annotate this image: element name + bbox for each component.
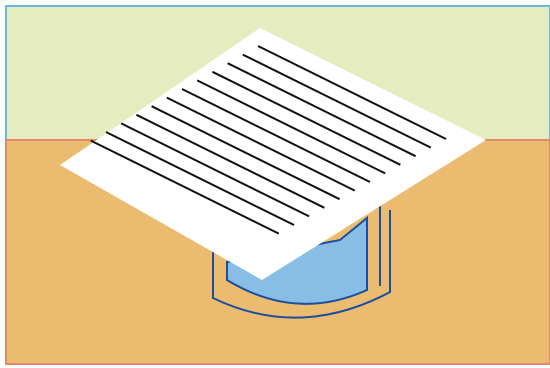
illustration-canvas	[0, 0, 550, 368]
